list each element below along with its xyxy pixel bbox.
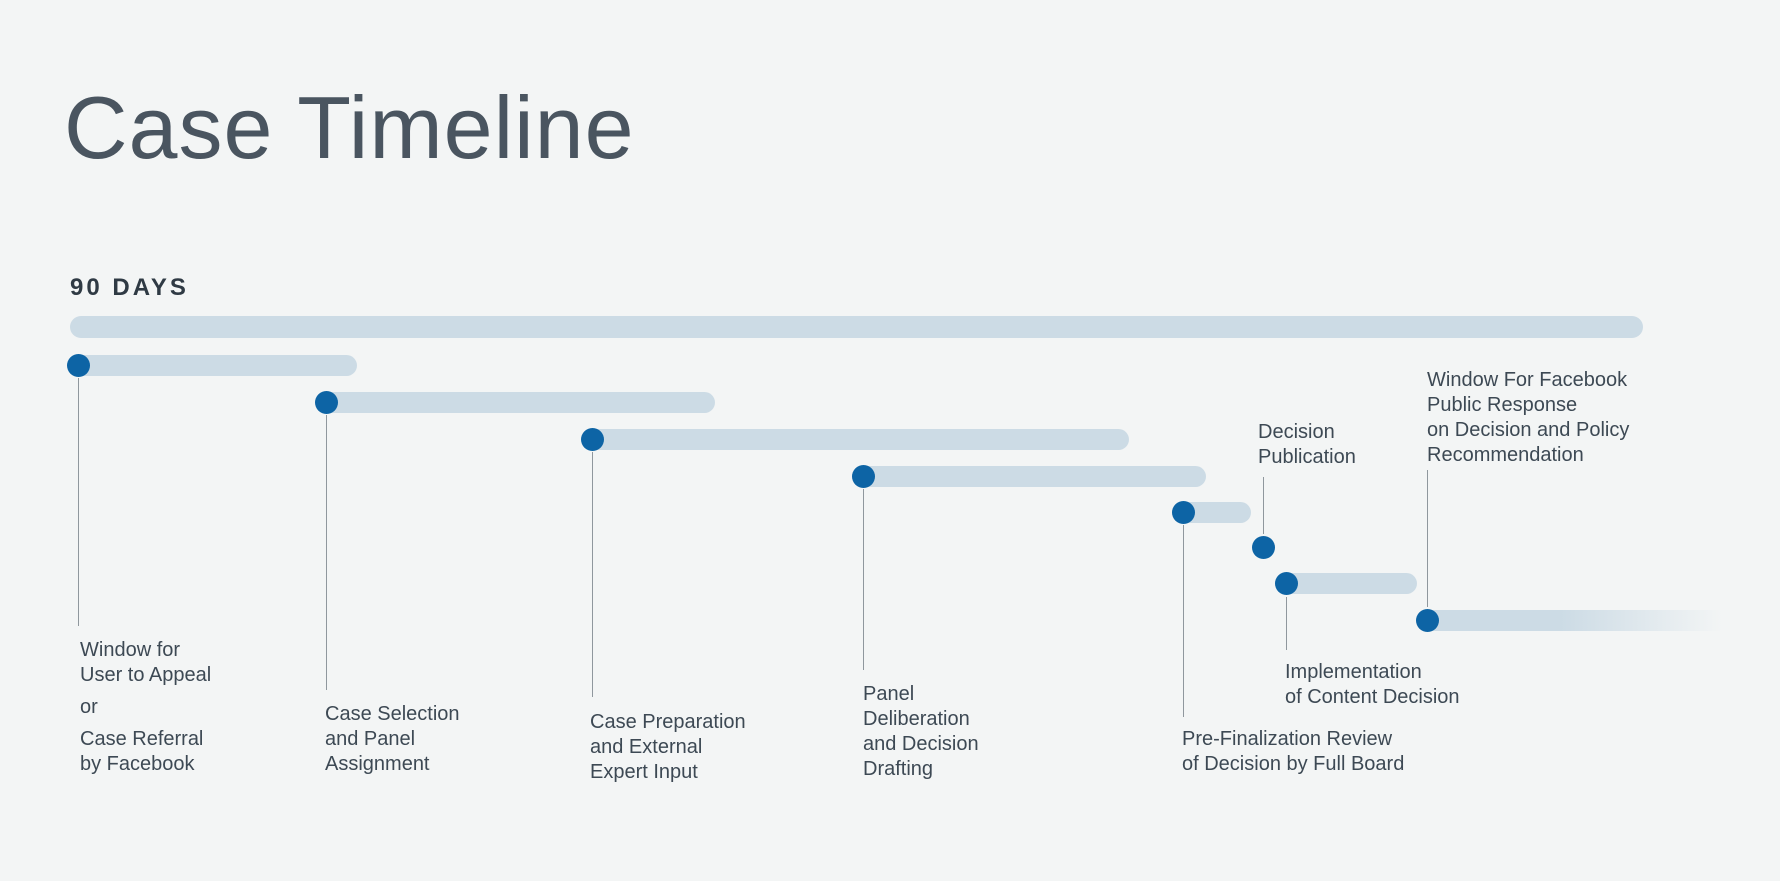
phase-start-dot [67,353,91,377]
phase-label-line: Implementation [1285,661,1422,683]
connector-line [1263,477,1265,534]
phase-label-line: Window For Facebook [1427,369,1628,391]
phase-bar [1416,609,1736,631]
connector-line [78,378,80,626]
phase-label-line: User to Appeal [80,664,212,686]
connector-line [1427,470,1429,607]
phase-bar [315,391,715,413]
phase-label-line: of Content Decision [1285,686,1460,708]
phase-bar [1275,572,1418,594]
phase-start-dot [1171,500,1195,524]
phase-label-line: Deliberation [863,708,970,730]
connector-line [1285,597,1287,650]
phase-label-line: by Facebook [80,753,195,775]
phase-label-line: and Decision [863,733,979,755]
phase-start-dot [1416,608,1440,632]
phase-start-dot [1252,535,1276,559]
phase-start-dot [315,390,339,414]
phase-label-line: and External [590,736,703,758]
phase-label-line: Recommendation [1427,444,1584,466]
phase-label-line: or [80,696,98,718]
phase-label-line: and Panel [325,728,416,750]
connector-line [326,415,328,690]
phase-start-dot [581,427,605,451]
phase-label-line: of Decision by Full Board [1182,753,1405,775]
phase-label-line: Public Response [1427,394,1578,416]
overall-duration-bar [70,316,1643,338]
connector-line [592,452,594,697]
phase-label-line: Assignment [325,753,430,775]
connector-line [862,489,864,670]
phase-label: Pre-Finalization Review of Decision by Fu… [1182,727,1404,777]
phase-label: Implementation of Content Decision [1285,660,1460,710]
phase-label-line: Window for [80,639,181,661]
phase-label-line: Drafting [863,758,934,780]
phase-label-line: Panel [863,683,915,705]
page-title: Case Timeline [64,78,635,177]
phase-label-line: Case Referral [80,728,204,750]
phase-label-line: on Decision and Policy [1427,419,1630,441]
phase-label-line: Expert Input [590,761,698,783]
phase-bar [67,354,357,376]
phase-start-dot [851,464,875,488]
phase-bar [852,465,1206,487]
duration-label: 90 DAYS [70,274,189,301]
phase-label-line: Case Selection [325,703,460,725]
phase-label-line: Case Preparation [590,711,746,733]
phase-start-dot [1274,571,1298,595]
connector-line [1182,525,1184,717]
phase-label-line: Pre-Finalization Review [1182,728,1393,750]
phase-label-line: Publication [1258,446,1356,468]
phase-label-line: Decision [1258,421,1335,443]
phase-bar [581,428,1130,450]
